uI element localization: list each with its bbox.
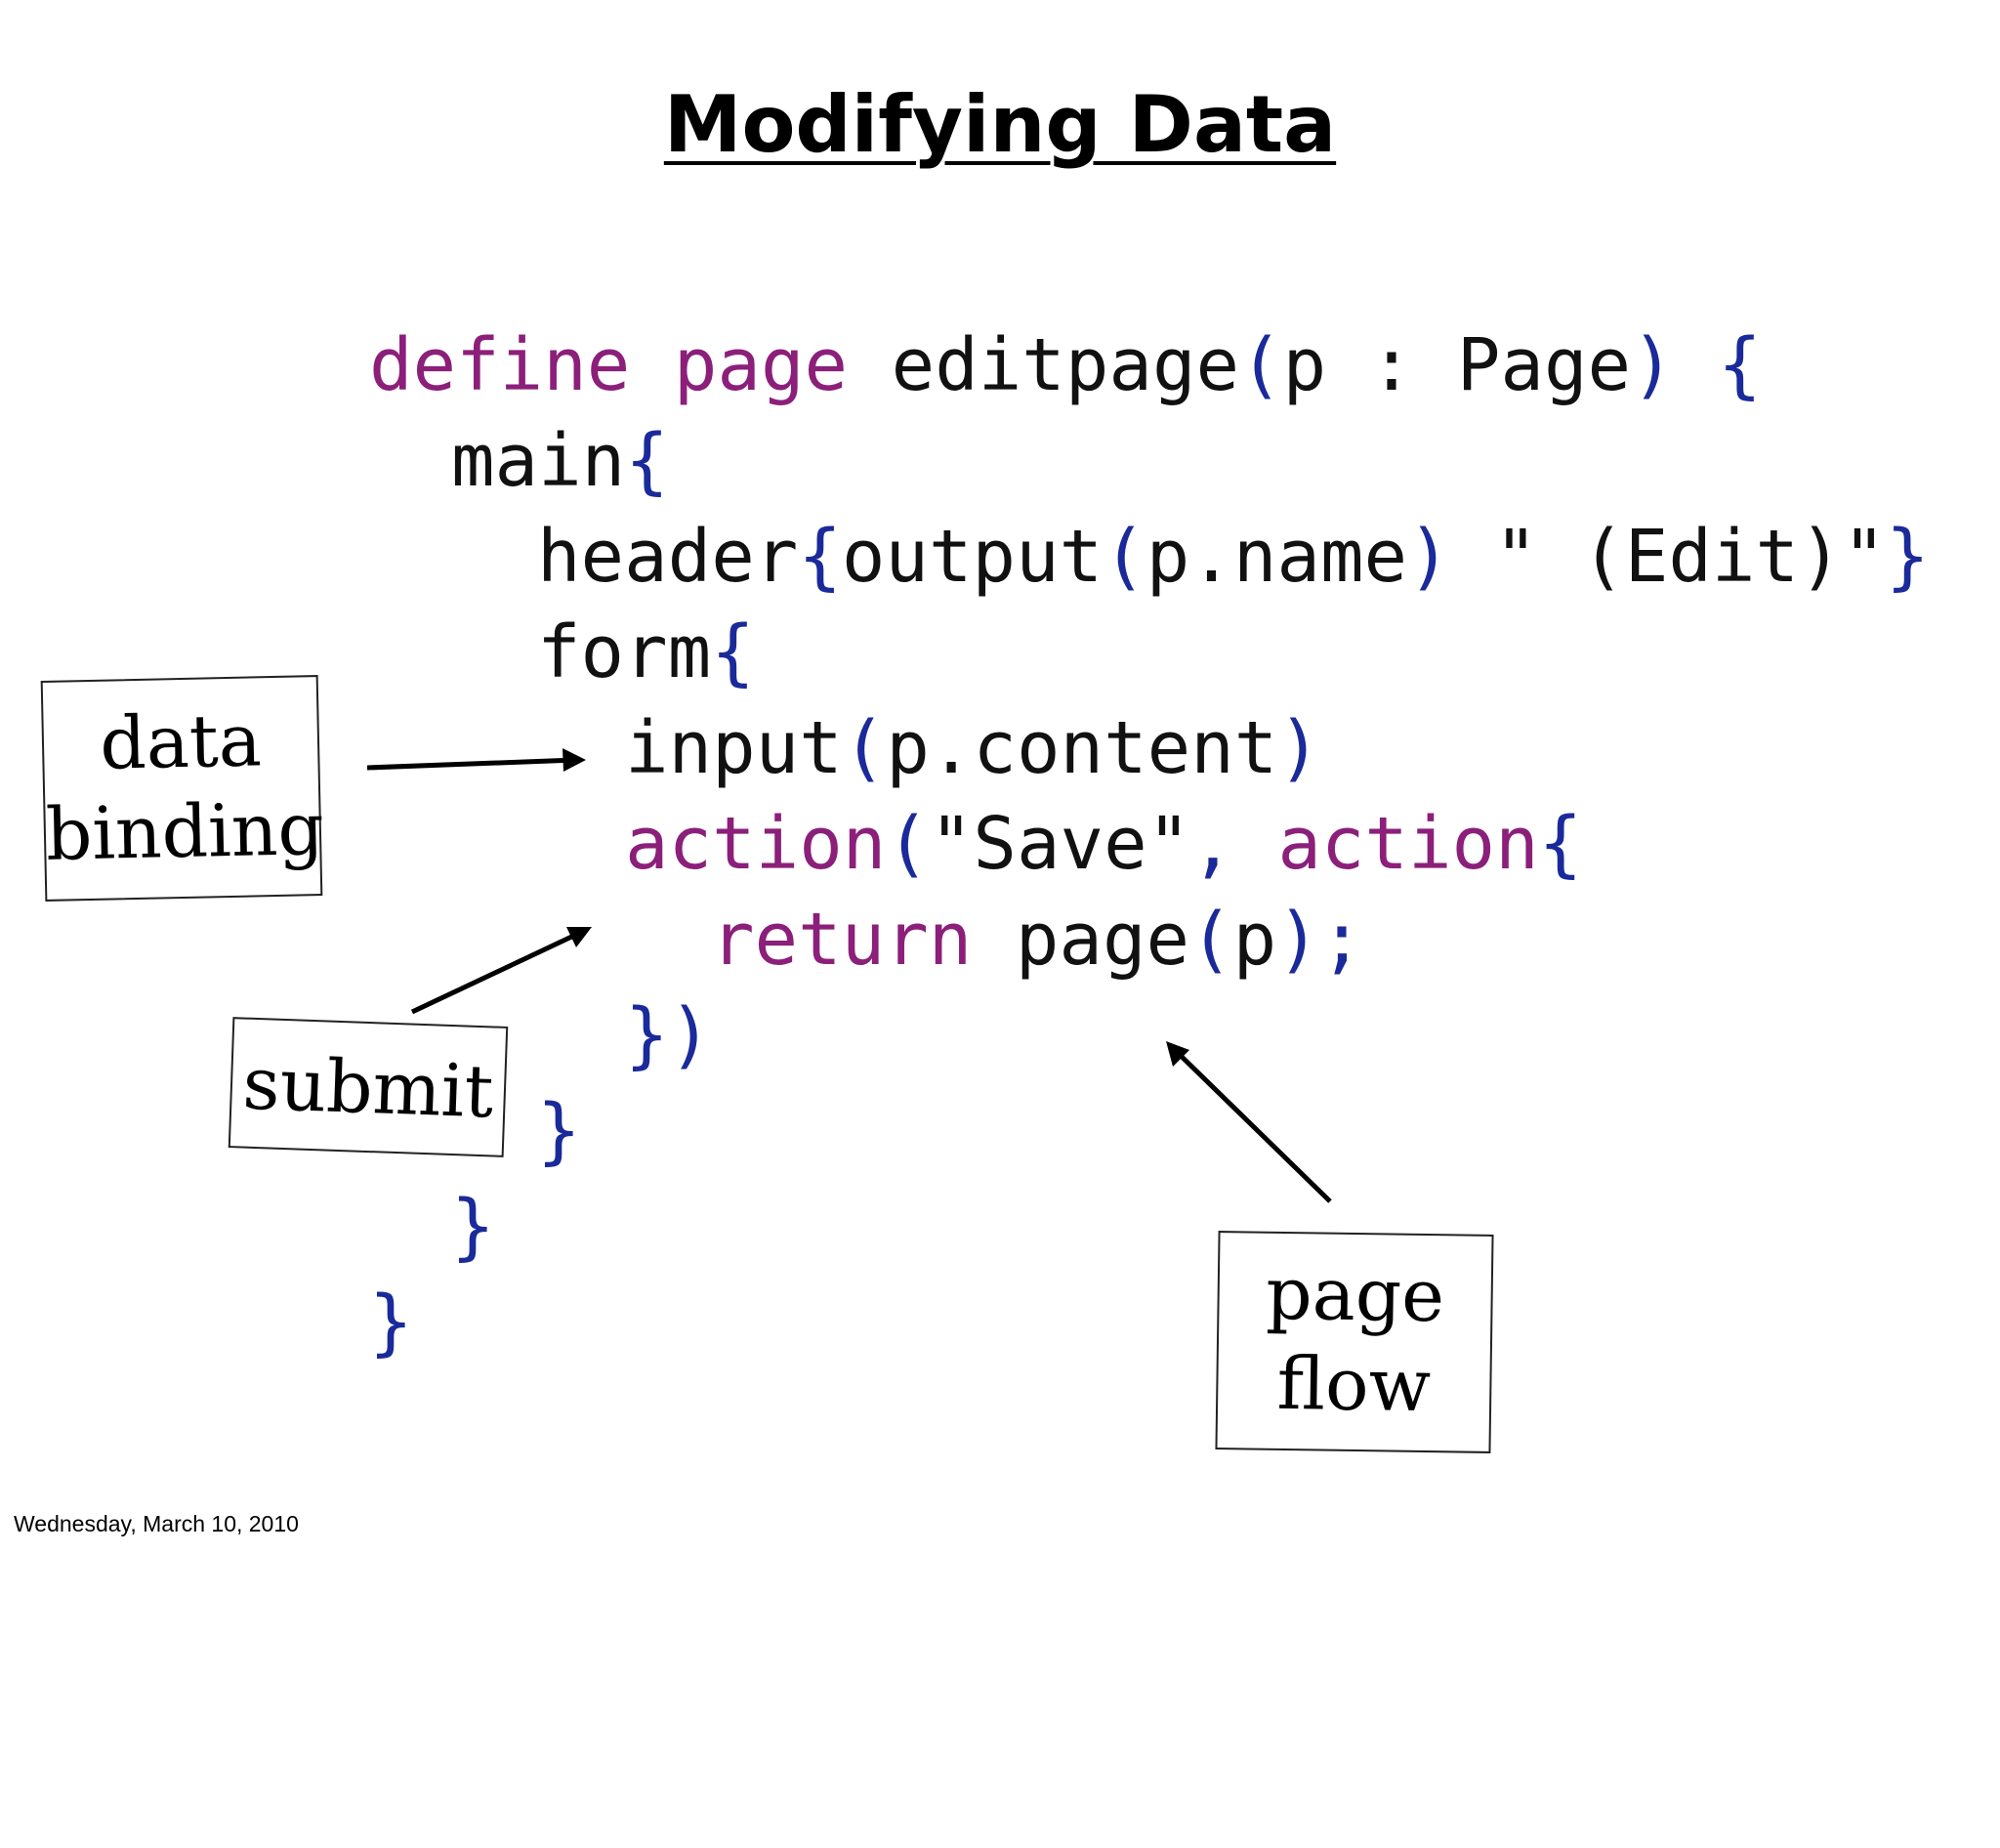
- data-binding-line1: data: [99, 698, 263, 786]
- header-keyword: header: [537, 515, 799, 599]
- slide-title: Modifying Data: [0, 76, 2000, 174]
- footer-date: Wednesday, March 10, 2010: [14, 1511, 299, 1536]
- page-name: editpage: [891, 323, 1240, 407]
- brace-open: {: [798, 515, 842, 599]
- comma: ,: [1190, 802, 1234, 886]
- keyword-page: page: [673, 323, 849, 407]
- main-keyword: main: [451, 419, 626, 503]
- code-line-1: define page editpage(p : Page) {: [369, 318, 1762, 412]
- code-line-7: return page(p);: [711, 893, 1363, 987]
- brace-open: {: [1718, 323, 1762, 407]
- paren-close: ): [1277, 706, 1321, 790]
- code-line-10: }: [451, 1180, 495, 1274]
- edit-string: " (Edit)": [1450, 515, 1887, 599]
- close-form: }: [537, 1089, 581, 1173]
- paren-open: (: [1103, 515, 1146, 599]
- code-line-4: form{: [537, 606, 755, 699]
- brace-open: {: [625, 419, 669, 503]
- brace-open: {: [711, 610, 755, 694]
- save-string: "Save": [929, 802, 1191, 886]
- paren-open: (: [842, 706, 887, 790]
- keyword-action-2: action: [1277, 802, 1539, 886]
- page-flow-line2: flow: [1276, 1341, 1432, 1429]
- page-flow-note: page flow: [1215, 1231, 1494, 1453]
- form-keyword: form: [537, 610, 712, 694]
- page-flow-line1: page: [1265, 1251, 1445, 1339]
- paren-close-semicolon: );: [1276, 898, 1364, 982]
- code-line-3: header{output(p.name) " (Edit)"}: [537, 510, 1930, 604]
- paren-open: (: [886, 802, 930, 886]
- code-line-5: input(p.content): [625, 701, 1321, 795]
- output-arg: p.name: [1146, 515, 1408, 599]
- code-line-8: }): [625, 988, 712, 1082]
- page-call: page: [1015, 898, 1190, 982]
- keyword-action: action: [625, 802, 887, 886]
- submit-note: submit: [228, 1017, 509, 1157]
- slide-title-text: Modifying Data: [663, 79, 1337, 170]
- close-page: }: [369, 1281, 413, 1365]
- output-fn: output: [841, 515, 1104, 599]
- paren-close: ): [1631, 323, 1675, 407]
- page-call-arg: p: [1232, 898, 1277, 982]
- code-line-2: main{: [451, 414, 669, 508]
- code-line-11: }: [369, 1276, 413, 1369]
- code-line-9: }: [537, 1084, 581, 1178]
- close-action: }): [625, 993, 713, 1077]
- brace-open: {: [1538, 802, 1583, 886]
- paren-close: ): [1407, 515, 1451, 599]
- submit-label: submit: [241, 1041, 495, 1135]
- input-keyword: input: [625, 706, 843, 790]
- keyword-define: define: [369, 323, 631, 407]
- code-line-6: action("Save", action{: [625, 797, 1582, 891]
- data-binding-note: data binding: [40, 675, 325, 902]
- paren-open: (: [1189, 898, 1233, 982]
- code-block: define page editpage(p : Page) { main{ h…: [369, 318, 1930, 1369]
- input-arg: p.content: [886, 706, 1278, 790]
- close-main: }: [451, 1185, 495, 1269]
- page-param: p : Page: [1282, 323, 1632, 407]
- brace-close: }: [1886, 515, 1930, 599]
- keyword-return: return: [711, 898, 973, 982]
- paren-open: (: [1239, 323, 1283, 407]
- data-binding-line2: binding: [45, 786, 325, 877]
